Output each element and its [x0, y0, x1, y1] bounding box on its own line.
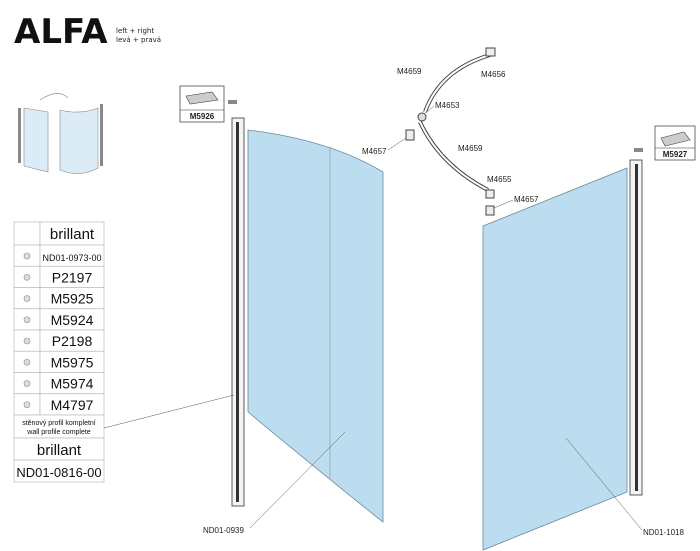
part-code: P2198 [52, 333, 93, 349]
part-code: M4797 [51, 397, 94, 413]
left-wall-profile [231, 117, 245, 507]
label-m4655: M4655 [487, 175, 512, 184]
part-code: M5925 [51, 291, 94, 307]
label-m4656: M4656 [481, 70, 506, 79]
table-row: M5974 [13, 372, 105, 395]
left-curved-glass [247, 129, 384, 523]
part-code: M5974 [51, 376, 94, 392]
subtitle-cz: levá + pravá [116, 36, 161, 44]
table-row: M5924 [13, 308, 105, 331]
connector-icon [23, 401, 31, 409]
table-header: brillant [50, 226, 95, 243]
wall-profile-cz: stěnový profil kompletní [22, 420, 96, 427]
title: ALFA [14, 12, 108, 52]
bent-rod-icon [23, 252, 31, 260]
assembly-thumbnail [18, 93, 103, 174]
table-row: M5975 [13, 350, 105, 373]
top-rod-hardware [405, 47, 496, 216]
table-row: M5925 [13, 287, 105, 310]
label-right-glass: ND01-1018 [643, 528, 684, 537]
wall-profile-finish: brillant [37, 442, 82, 459]
part-code: ND01-0973-00 [42, 253, 101, 263]
wall-profile-en: wall profile complete [26, 429, 91, 436]
knob-icon [23, 380, 31, 387]
table-row: P2197 [13, 265, 105, 288]
part-code: M5924 [51, 312, 94, 328]
label-m4659-top: M4659 [397, 67, 422, 76]
curved-rod-icon [23, 273, 31, 281]
label-m4653: M4653 [435, 101, 460, 110]
right-wall-profile [629, 159, 643, 496]
m5926-callout: M5926 [179, 85, 237, 123]
subtitle-en: left + right [116, 27, 154, 35]
svg-text:M5926: M5926 [190, 112, 215, 121]
svg-text:M5927: M5927 [663, 150, 688, 159]
label-m4657-left: M4657 [362, 147, 387, 156]
part-code: M5975 [51, 354, 94, 370]
screw-icon [23, 358, 31, 366]
label-m4659-mid: M4659 [458, 144, 483, 153]
parts-table: brillant ND01-0973-00 P2197 M5925 M5924 … [13, 221, 105, 483]
label-m4657-right: M4657 [514, 195, 539, 204]
table-row: ND01-0973-00 [13, 244, 105, 267]
clamp-icon [23, 316, 31, 324]
label-left-glass: ND01-0939 [203, 526, 244, 535]
part-code: P2197 [52, 269, 93, 285]
wall-profile-code: ND01-0816-00 [16, 465, 101, 480]
table-row: M4797 [13, 393, 105, 416]
table-row: P2198 [13, 329, 105, 352]
profile-icon [23, 337, 31, 345]
m5927-callout: M5927 [634, 125, 696, 161]
bracket-icon [23, 295, 31, 302]
right-glass [482, 167, 628, 551]
